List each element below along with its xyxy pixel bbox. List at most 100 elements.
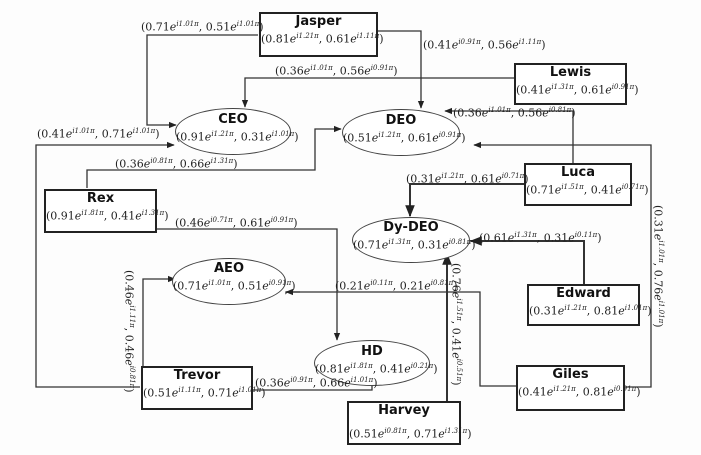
close-paren: ) (449, 381, 463, 386)
node-rex[interactable]: Rex (0.91ei1.81π, 0.41ei1.31π) (44, 189, 169, 233)
magnitude-2: , 0.76 (651, 262, 665, 295)
edge-label-jasper-deo: (0.41ei0.91π, 0.56ei1.11π) (423, 36, 546, 52)
magnitude-2: , 0.41 (103, 209, 136, 223)
phase-1: i1.01π (657, 240, 665, 263)
euler-e: e (442, 238, 449, 252)
magnitude-1: (0.41 (518, 385, 547, 399)
magnitude-1: (0.46 (175, 216, 204, 230)
magnitude-1: (0.71 (173, 279, 202, 293)
magnitude-1: (0.41 (423, 38, 452, 52)
node-harvey[interactable]: Harvey (0.51ei0.81π, 0.71ei1.31π) (347, 401, 472, 445)
magnitude-2: , 0.71 (200, 386, 233, 400)
euler-e: e (74, 209, 82, 223)
node-jasper[interactable]: Jasper (0.81ei1.21π, 0.61ei1.11π) (259, 12, 384, 57)
magnitude-2: , 0.31 (233, 130, 266, 144)
node-trevor[interactable]: Trevor (0.51ei1.11π, 0.71ei1.01π) (141, 366, 266, 410)
node-lewis[interactable]: Lewis (0.41ei1.31π, 0.61ei0.91π) (514, 63, 639, 105)
magnitude-1: (0.76 (449, 263, 463, 292)
node-value: (0.71ei1.51π, 0.41ei0.71π) (526, 180, 649, 198)
node-value: (0.51ei1.21π, 0.61ei0.91π) (343, 128, 466, 146)
node-name: AEO (214, 261, 244, 276)
node-dydeo[interactable]: Dy-DEO (0.71ei1.31π, 0.31ei0.81π) (352, 217, 476, 263)
phase-1: i1.01π (176, 20, 199, 28)
magnitude-2: , 0.61 (463, 172, 496, 186)
edge-label-trevor-ceo: (0.41ei1.01π, 0.71ei1.01π) (37, 125, 160, 141)
phase-1: i1.01π (310, 64, 333, 72)
euler-e: e (404, 362, 411, 376)
close-paren: ) (461, 131, 466, 145)
close-paren: ) (524, 172, 529, 186)
node-name: CEO (218, 112, 248, 127)
node-name: Rex (86, 191, 115, 206)
magnitude-1: (0.51 (343, 131, 372, 145)
edge-label-harvey-dydeo: (0.76ei1.51π, 0.41ei0.51π) (449, 263, 465, 386)
magnitude-2: , 0.51 (198, 20, 231, 34)
euler-e: e (605, 83, 612, 97)
magnitude-2: , 0.71 (94, 127, 127, 141)
edge-lewis-ceo (241, 77, 514, 108)
close-paren: ) (373, 376, 378, 390)
magnitude-2: , 0.81 (575, 385, 608, 399)
magnitude-2: , 0.46 (122, 327, 136, 360)
euler-e: e (344, 376, 351, 390)
magnitude-2: , 0.41 (372, 362, 405, 376)
node-value: (0.91ei1.81π, 0.41ei1.31π) (46, 206, 169, 224)
phase-2: i0.91π (270, 216, 294, 224)
node-value: (0.91ei1.21π, 0.31ei1.01π) (176, 127, 299, 145)
phase-2: i0.81π (128, 365, 136, 389)
close-paren: ) (164, 209, 169, 223)
euler-e: e (542, 106, 549, 120)
edge-label-luca-deo: (0.36ei1.01π, 0.56ei0.81π) (453, 104, 576, 120)
node-ceo[interactable]: CEO (0.91ei1.21π, 0.31ei1.01π) (175, 108, 299, 155)
magnitude-1: (0.36 (255, 376, 284, 390)
close-paren: ) (233, 157, 238, 171)
phase-2: i0.91π (268, 279, 292, 287)
edge-label-luca-dydeo: (0.31ei1.21π, 0.61ei0.71π) (406, 170, 529, 186)
euler-e: e (230, 20, 237, 34)
magnitude-2: , 0.41 (449, 320, 463, 353)
magnitude-1: (0.41 (516, 83, 545, 97)
euler-e: e (615, 183, 622, 197)
magnitude-1: (0.46 (122, 270, 136, 299)
euler-e: e (204, 130, 212, 144)
magnitude-1: (0.91 (46, 209, 75, 223)
phase-2: i1.31π (141, 209, 165, 217)
magnitude-2: , 0.61 (318, 32, 351, 46)
phase-2: i0.81π (548, 106, 572, 114)
node-value: (0.71ei1.31π, 0.31ei0.81π) (353, 235, 476, 253)
close-paren: ) (453, 279, 458, 293)
node-edward[interactable]: Edward (0.31ei1.21π, 0.81ei1.01π) (527, 284, 652, 326)
close-paren: ) (644, 183, 649, 197)
phase-2: i1.01π (236, 20, 260, 28)
euler-e: e (554, 183, 562, 197)
node-deo[interactable]: DEO (0.51ei1.21π, 0.61ei0.91π) (342, 109, 466, 156)
magnitude-2: , 0.56 (510, 106, 543, 120)
phase-1: i0.81π (150, 157, 173, 165)
phase-2: i0.51π (455, 358, 463, 382)
node-value: (0.81ei1.81π, 0.41ei0.21π) (315, 359, 438, 377)
phase-2: i1.11π (518, 38, 542, 46)
node-value: (0.51ei0.81π, 0.71ei1.31π) (349, 424, 472, 442)
euler-e: e (451, 38, 459, 52)
edge-label-rex-hd: (0.46ei0.71π, 0.61ei0.91π) (175, 214, 298, 230)
node-name: HD (361, 344, 383, 359)
close-paren: ) (122, 388, 136, 393)
euler-e: e (438, 427, 445, 441)
euler-e: e (495, 172, 502, 186)
node-luca[interactable]: Luca (0.71ei1.51π, 0.41ei0.71π) (524, 163, 649, 206)
node-value: (0.51ei1.11π, 0.71ei1.01π) (143, 383, 266, 401)
euler-e: e (283, 376, 291, 390)
node-aeo[interactable]: AEO (0.71ei1.01π, 0.51ei0.91π) (172, 258, 296, 305)
phase-2: i0.81π (448, 238, 472, 246)
close-paren: ) (636, 385, 641, 399)
phase-1: i1.11π (178, 386, 201, 394)
node-hd[interactable]: HD (0.81ei1.81π, 0.41ei0.21π) (314, 340, 438, 386)
node-value: (0.41ei1.31π, 0.61ei0.91π) (516, 80, 639, 98)
close-paren: ) (471, 238, 476, 252)
euler-e: e (343, 362, 351, 376)
phase-1: i0.11π (370, 279, 393, 287)
phase-1: i1.01π (488, 106, 511, 114)
node-giles[interactable]: Giles (0.41ei1.21π, 0.81ei0.91π) (516, 365, 641, 411)
close-paren: ) (647, 304, 652, 318)
